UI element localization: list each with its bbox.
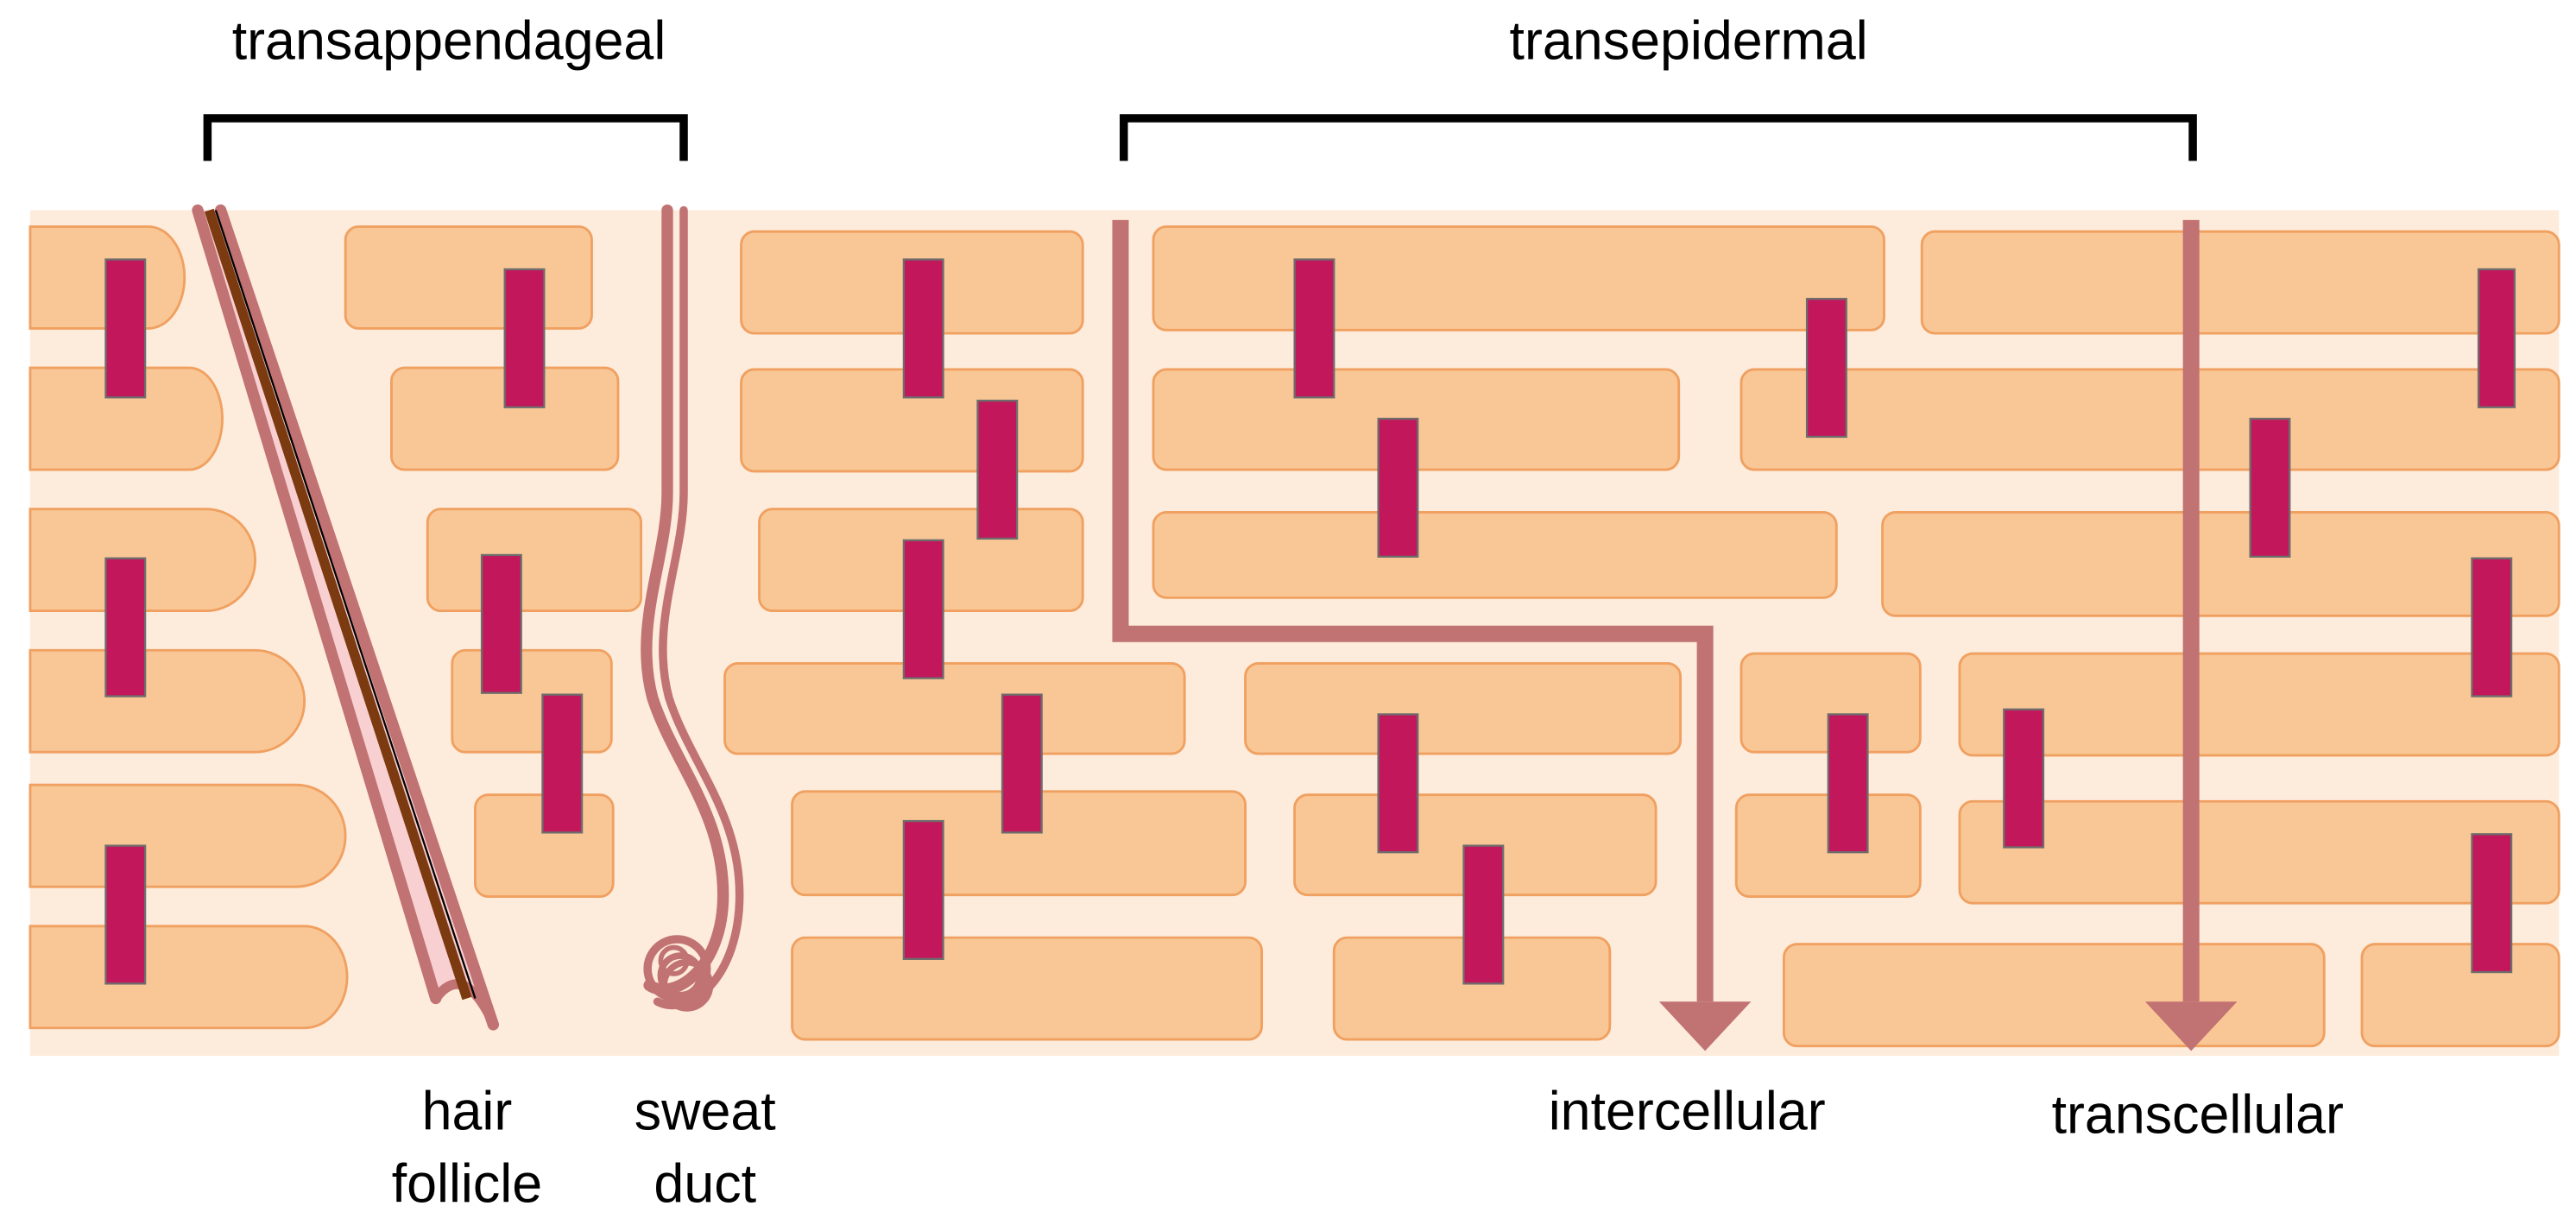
sweat-gland-coil [660, 958, 714, 1012]
intercellular-arrowhead [1658, 1001, 1752, 1051]
lipid-bar [1377, 417, 1419, 558]
lipid-bar [2003, 708, 2045, 849]
lipid-bar [1827, 713, 1869, 854]
corneocyte [1958, 652, 2560, 757]
corneocyte [723, 662, 1186, 755]
sweat-duct-label-line1: sweat [635, 1082, 776, 1142]
lipid-bars [104, 258, 2516, 985]
transcellular-label: transcellular [2052, 1084, 2344, 1145]
lipid-bar [1462, 844, 1505, 985]
transappendageal-bracket [203, 114, 688, 161]
hair-follicle [192, 204, 500, 1031]
lipid-bar [1805, 298, 1847, 439]
corneocyte [344, 225, 593, 330]
transepidermal-bracket [1120, 114, 2197, 161]
hair-follicle-inner-wall [214, 204, 500, 1031]
corneocyte [426, 508, 642, 613]
intercellular-pathway-arrow [1112, 219, 1752, 1051]
lipid-bar [503, 268, 546, 408]
corneocyte [1958, 799, 2560, 905]
lipid-bar [104, 844, 147, 985]
lipid-bar [104, 557, 147, 698]
corneocyte [2360, 943, 2560, 1048]
corneocyte [1152, 511, 1838, 599]
hair-follicle-label-line2: follicle [392, 1153, 542, 1214]
transepidermal-label: transepidermal [1510, 10, 1868, 71]
lipid-bar [902, 539, 944, 679]
sweat-gland-coil [657, 952, 704, 999]
transcellular-arrowhead [2144, 1001, 2238, 1051]
hair-follicle-outer-wall [192, 204, 442, 1005]
transcellular-pathway-arrow [2144, 219, 2238, 1051]
sweat-duct-tube [653, 205, 744, 1010]
corneocyte [1244, 662, 1683, 755]
hair-follicle-label-line1: hair [422, 1082, 513, 1142]
corneocyte [791, 936, 1263, 1041]
lipid-bar [1001, 693, 1043, 834]
corneocyte [28, 648, 306, 754]
lipid-bar [976, 399, 1019, 540]
transappendageal-label: transappendageal [232, 10, 666, 71]
corneocyte [1881, 511, 2560, 617]
corneocyte [1739, 368, 2560, 471]
corneocyte [1152, 225, 1885, 332]
intercellular-label: intercellular [1549, 1082, 1826, 1142]
lipid-bar [1377, 713, 1419, 854]
corneocyte [28, 783, 347, 888]
lipid-bar [480, 553, 522, 694]
hair-shaft [204, 208, 472, 1001]
lipid-bar [2471, 833, 2513, 974]
corneocyte [28, 366, 224, 471]
lipid-bar [902, 819, 944, 960]
corneocyte [28, 925, 349, 1030]
sweat-duct [641, 204, 744, 1012]
lipid-bar [541, 693, 584, 834]
corneocyte [1783, 943, 2326, 1048]
lipid-bar [104, 258, 147, 399]
intercellular-path-line [1112, 219, 1714, 1002]
corneocyte [1920, 230, 2560, 335]
lipid-bar [1293, 258, 1335, 399]
sweat-duct-label-line2: duct [653, 1153, 756, 1214]
lipid-bar [2477, 268, 2516, 408]
lipid-bar [902, 258, 944, 399]
hair-shaft-edge [214, 210, 477, 999]
lipid-bar [2249, 417, 2291, 558]
corneocyte [451, 648, 613, 754]
lipid-bar [2471, 557, 2513, 698]
corneocyte-cells [28, 225, 2560, 1048]
